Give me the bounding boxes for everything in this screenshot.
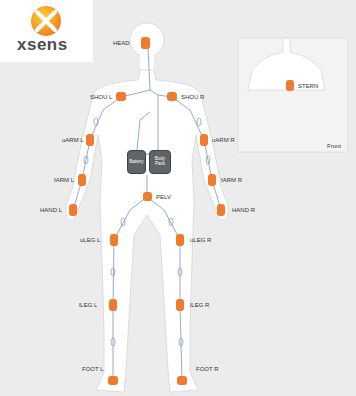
figure-body [66,70,229,392]
inset-panel [238,38,348,152]
sensor-wires [73,48,221,380]
sensor-label: lLEG R [190,302,209,308]
sensor-label: fARM R [221,177,242,183]
figure-neck [140,55,154,72]
sensor-label: FOOT R [196,366,219,372]
logo-panel [0,0,93,62]
wire-loops [84,118,210,346]
sensor-label: uARM R [212,137,235,143]
sensor-label: HAND L [40,207,62,213]
inset-torso [248,38,325,90]
sensor-label: fARM L [54,177,74,183]
sensor-label: HEAD [113,40,130,46]
sensor-pad [286,80,294,91]
figure-head [130,23,164,57]
sensor-label: uLEG L [80,237,100,243]
sensor-label: Front [327,143,341,149]
pack-label: Body Pack [151,157,169,167]
logo-text: xsens [17,36,68,53]
sensor-label: FOOT L [82,366,104,372]
logo-ball [31,6,61,36]
sensor-label: uLEG R [190,237,211,243]
sensor-label: STERN [298,83,318,89]
sensor-label: SHOU R [181,94,204,100]
sensor-label: SHOU L [90,94,112,100]
sensor-label: HAND R [232,207,255,213]
logo-cross [37,12,55,30]
pack-box: Body Pack [149,150,171,174]
pack-label: Battery [129,160,143,165]
sensor-label: uARM L [62,137,84,143]
pack-box: Battery [127,150,146,174]
sensor-label: PELV [156,194,171,200]
sensor-pads [69,37,225,385]
sensor-label: lLEG L [79,302,97,308]
